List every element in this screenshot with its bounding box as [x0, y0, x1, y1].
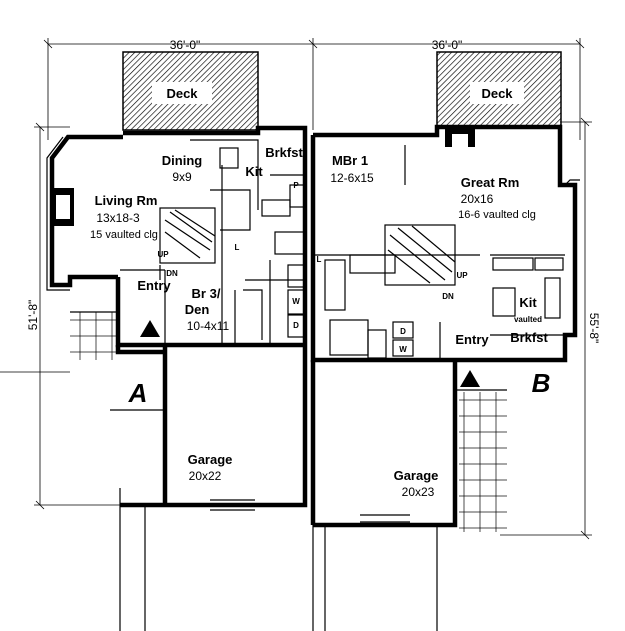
dim-width-a: 36'-0": [170, 38, 201, 52]
label-garage-b: Garage: [394, 468, 439, 483]
label-deck-a: Deck: [166, 86, 198, 101]
label-entry-a: Entry: [137, 278, 171, 293]
dim-depth-b: 55'-8": [587, 313, 601, 344]
entry-marker-b: [460, 370, 480, 387]
label-garage-b-size: 20x23: [402, 485, 435, 499]
fixture-l-a: L: [235, 243, 240, 252]
label-garage-a: Garage: [188, 452, 233, 467]
label-living-size: 13x18-3: [96, 211, 140, 225]
label-kit-b: Kit: [519, 295, 537, 310]
deck-b-label-bg: [470, 82, 524, 104]
walk-b: [459, 392, 507, 532]
dim-depth-a: 51'-8": [26, 300, 40, 331]
label-living: Living Rm: [95, 193, 158, 208]
label-great-note: 16-6 vaulted clg: [458, 209, 536, 221]
fixture-p-a: P: [293, 181, 299, 190]
unit-a-walls: [46, 125, 308, 631]
stair-up-b: UP: [456, 271, 468, 280]
label-mbr-size: 12-6x15: [330, 171, 374, 185]
fixture-d-a: D: [293, 321, 299, 330]
label-br3-size: 10-4x11: [187, 319, 230, 333]
label-great: Great Rm: [461, 175, 520, 190]
label-den: Den: [185, 302, 210, 317]
label-entry-b: Entry: [455, 332, 489, 347]
stair-dn-b: DN: [442, 292, 454, 301]
fixture-w-a: W: [292, 297, 300, 306]
dimension-lines: [0, 38, 592, 540]
label-kit-b-note: vaulted: [514, 315, 542, 324]
unit-label-b: B: [532, 368, 551, 398]
label-dining: Dining: [162, 153, 202, 168]
walk-a: [70, 312, 118, 360]
fixture-d-b: D: [400, 327, 406, 336]
stair-dn-a: DN: [166, 269, 178, 278]
deck-a-label-bg: [152, 82, 212, 104]
label-living-note: 15 vaulted clg: [90, 229, 158, 241]
label-brkfst-a: Brkfst: [265, 145, 303, 160]
unit-label-a: A: [128, 378, 148, 408]
fixture-l-b: L: [317, 255, 322, 264]
label-mbr: MBr 1: [332, 153, 368, 168]
label-great-size: 20x16: [461, 192, 494, 206]
label-deck-b: Deck: [481, 86, 513, 101]
label-dining-size: 9x9: [172, 170, 192, 184]
label-garage-a-size: 20x22: [189, 469, 222, 483]
label-brkfst-b: Brkfst: [510, 330, 548, 345]
entry-marker-a: [140, 320, 160, 337]
label-kit-a: Kit: [245, 164, 263, 179]
dim-width-b: 36'-0": [432, 38, 463, 52]
label-br3: Br 3/: [192, 286, 221, 301]
unit-b-walls: [310, 124, 580, 631]
fixture-w-b: W: [399, 345, 407, 354]
stair-up-a: UP: [157, 250, 169, 259]
